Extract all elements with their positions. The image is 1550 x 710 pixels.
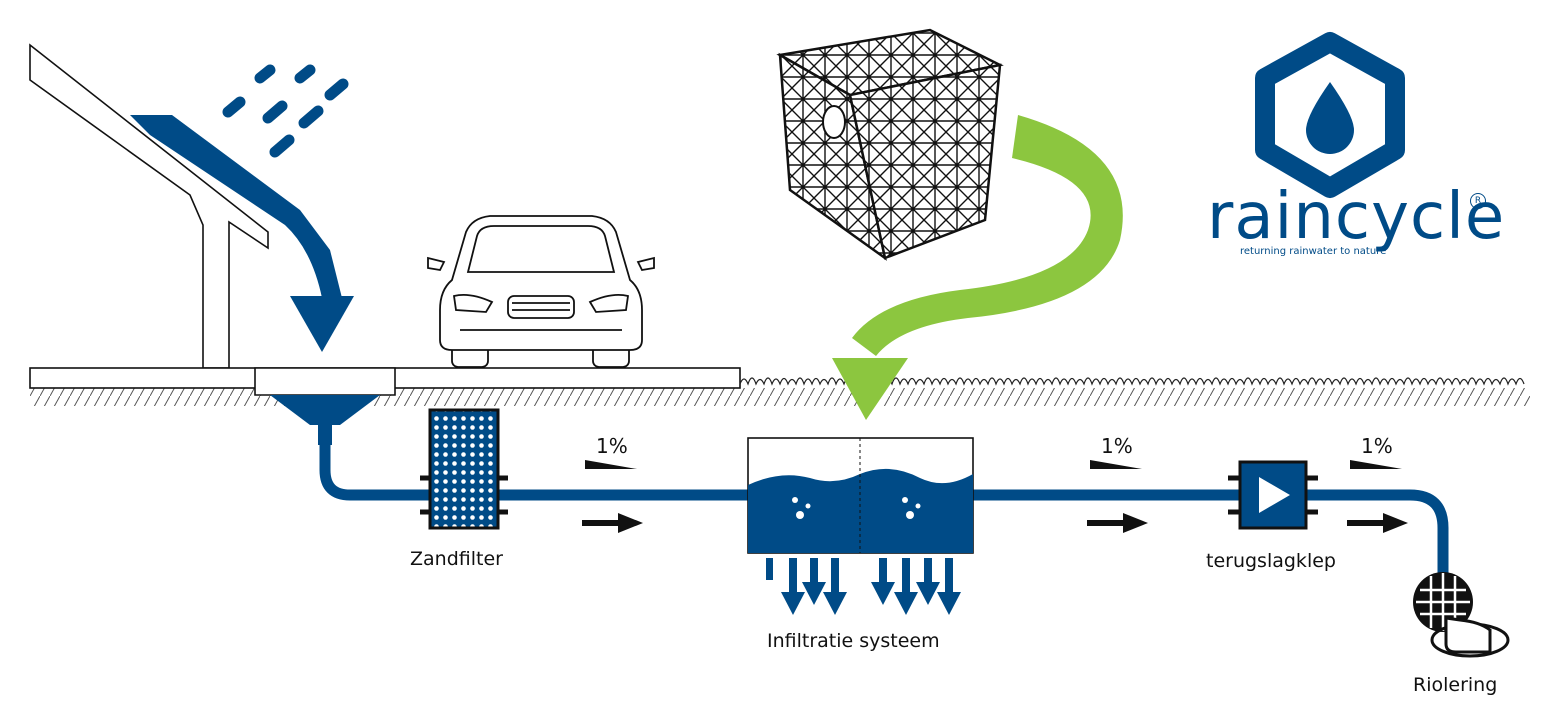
label-infiltratie-systeem: Infiltratie systeem <box>767 630 940 652</box>
sewer-drain-icon <box>1413 572 1510 658</box>
rain-icon <box>222 64 349 158</box>
house-roof <box>29 43 269 369</box>
sand-filter-icon <box>420 408 508 530</box>
infiltration-crate-icon <box>776 28 1004 261</box>
slope-wedge-1 <box>585 460 637 469</box>
green-arrow <box>852 115 1123 356</box>
flow-arrow-3 <box>1347 513 1408 533</box>
slope-wedge-3 <box>1350 460 1402 469</box>
slope-wedge-2 <box>1090 460 1142 469</box>
car-icon <box>427 215 655 368</box>
infiltration-tank-icon <box>747 437 974 554</box>
logo-tagline: returning rainwater to nature <box>1240 246 1387 257</box>
slope-label-1: 1% <box>596 434 628 458</box>
flow-arrow-2 <box>1087 513 1148 533</box>
roof-flow-arrowhead <box>290 296 354 352</box>
slope-label-3: 1% <box>1361 434 1393 458</box>
label-zandfilter: Zandfilter <box>410 548 503 570</box>
label-terugslagklep: terugslagklep <box>1206 550 1336 572</box>
infiltration-arrows <box>766 558 961 615</box>
check-valve-icon <box>1228 460 1318 530</box>
logo-registered-mark: R <box>1470 193 1486 209</box>
flow-arrow-1 <box>582 513 643 533</box>
label-riolering: Riolering <box>1413 674 1498 696</box>
gully-frame <box>254 367 396 396</box>
ground-hatch <box>30 388 1530 406</box>
green-arrowhead <box>832 358 908 420</box>
roof-water-flow <box>130 115 342 298</box>
gully-funnel <box>270 395 380 425</box>
logo-brand-text: raincycle <box>1207 180 1506 254</box>
slope-label-2: 1% <box>1101 434 1133 458</box>
raincycle-logo-icon <box>1255 32 1405 198</box>
